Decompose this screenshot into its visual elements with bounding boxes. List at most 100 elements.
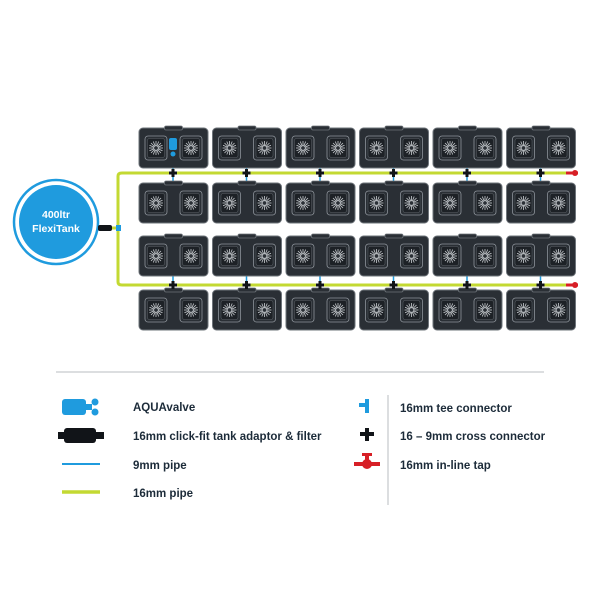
tray-notch [458, 233, 477, 239]
cross-connector [463, 281, 471, 289]
pot [253, 135, 276, 161]
cross-connector [242, 281, 251, 289]
pot [365, 190, 388, 216]
pot [179, 190, 203, 216]
tray-notch [164, 233, 183, 239]
cross-connector [169, 281, 177, 289]
pot [253, 243, 276, 269]
tray-notch [458, 125, 477, 131]
tray [285, 125, 356, 169]
pot [512, 190, 535, 216]
pot [438, 243, 462, 269]
tray-notch [311, 125, 330, 131]
tank-body [19, 185, 93, 259]
tray-notch [531, 180, 551, 186]
tray [359, 287, 429, 331]
pot [253, 297, 276, 323]
pot [400, 297, 423, 323]
tray [285, 233, 356, 277]
tray [432, 180, 503, 224]
legend-label-inline-tap: 16mm in-line tap [400, 460, 491, 472]
pot [144, 190, 168, 216]
pot [473, 243, 497, 269]
pot [291, 297, 315, 323]
tank-label-line1: 400ltr [42, 209, 70, 221]
tray [212, 233, 282, 277]
tray [432, 233, 503, 277]
tray-notch [237, 180, 257, 186]
tray [506, 287, 576, 331]
tank-label-line2: FlexiTank [32, 223, 80, 235]
pot [253, 190, 276, 216]
pot [326, 135, 350, 161]
tray [506, 125, 576, 169]
tray [432, 287, 503, 331]
legend-label-9mm-pipe: 9mm pipe [133, 460, 187, 472]
main-16mm-pipe [112, 171, 572, 287]
tray [506, 180, 576, 224]
pot [218, 243, 241, 269]
pot [547, 243, 570, 269]
tray [506, 233, 576, 277]
pot [512, 297, 535, 323]
tray [138, 233, 209, 277]
pot [179, 297, 203, 323]
tray [138, 180, 209, 224]
pot [473, 190, 497, 216]
pot [473, 135, 497, 161]
tray [285, 287, 356, 331]
legend-label-aquavalve: AQUAvalve [133, 402, 195, 414]
pot [179, 243, 203, 269]
pot [547, 135, 570, 161]
cross-connector [536, 169, 545, 177]
pot [218, 297, 241, 323]
pot [144, 297, 168, 323]
tray [285, 180, 356, 224]
pot [438, 135, 462, 161]
cross-connector [316, 169, 324, 177]
cross-connector [389, 281, 398, 289]
tray-grid [138, 125, 576, 331]
tray [432, 125, 503, 169]
tray-notch [164, 180, 183, 186]
pot [326, 297, 350, 323]
aquavalve [169, 138, 177, 157]
pot [400, 190, 423, 216]
tray-notch [164, 125, 183, 131]
flexitank: 400ltr FlexiTank [12, 178, 100, 266]
pot [291, 190, 315, 216]
pot [400, 243, 423, 269]
pot [547, 190, 570, 216]
aquavalve-icon [62, 398, 99, 416]
tray-notch [237, 233, 257, 239]
pot [144, 243, 168, 269]
tray-notch [311, 180, 330, 186]
tray-notch [237, 125, 257, 131]
legend-label-16mm-pipe: 16mm pipe [133, 488, 193, 500]
pot [512, 135, 535, 161]
tray-notch [458, 180, 477, 186]
cross-connector [242, 169, 251, 177]
pot [365, 135, 388, 161]
tray [359, 125, 429, 169]
tray [212, 125, 282, 169]
legend-label-tee-connector: 16mm tee connector [400, 403, 512, 415]
tray [138, 287, 209, 331]
cross-connector [389, 169, 398, 177]
tray [359, 233, 429, 277]
tray-notch [384, 180, 404, 186]
tee-connector-icon [359, 399, 369, 413]
cross-connector [463, 169, 471, 177]
pot [400, 135, 423, 161]
tray-notch [311, 233, 330, 239]
tray-notch [531, 125, 551, 131]
pot [547, 297, 570, 323]
tank-adaptor-filter-icon [58, 428, 104, 443]
cross-connector [316, 281, 324, 289]
tray [212, 287, 282, 331]
pot [512, 243, 535, 269]
inline-tap [566, 282, 578, 288]
pot [218, 190, 241, 216]
pot [326, 190, 350, 216]
